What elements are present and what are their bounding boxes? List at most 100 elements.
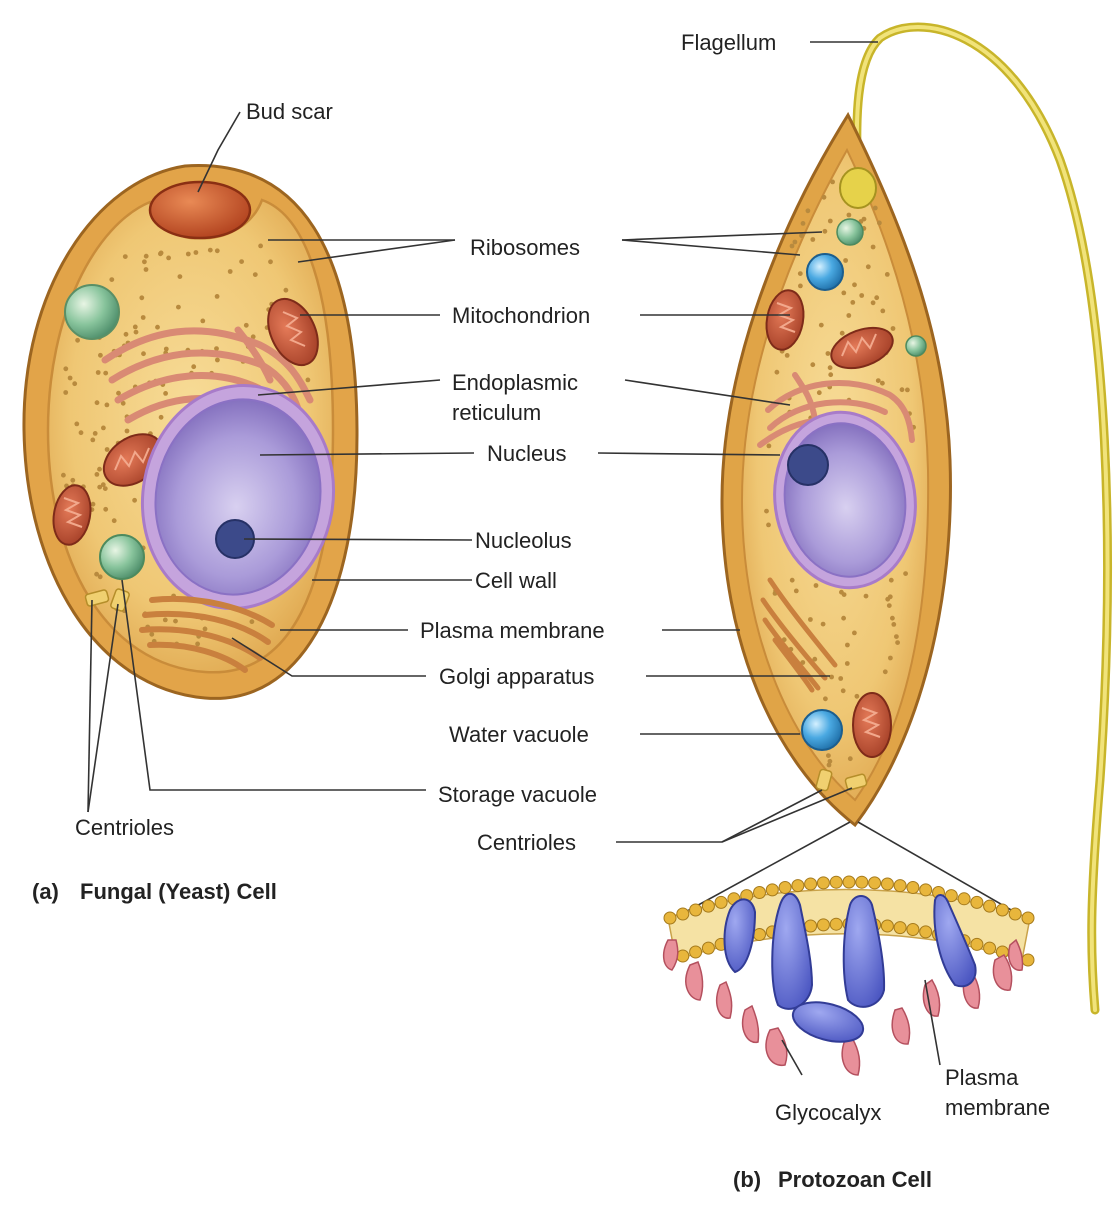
ribosome-dot (162, 617, 168, 623)
bud-scar (148, 180, 252, 240)
ribosome-dot (827, 365, 833, 371)
ribosome-dot (784, 353, 790, 358)
ribosome-dot (805, 208, 811, 214)
ribosome-dot (865, 264, 871, 270)
ribosome-dot (882, 669, 888, 675)
ribosome-dot (100, 482, 106, 488)
ribosome-dot (789, 577, 795, 583)
phospholipid-head (995, 903, 1009, 917)
ribosome-dot (95, 370, 101, 375)
label-ribosomes: Ribosomes (470, 235, 580, 260)
label-nucleolus: Nucleolus (475, 528, 572, 553)
ribosome-dot (74, 421, 80, 427)
ribosome-dot (207, 247, 213, 253)
ribosome-dot (90, 501, 96, 507)
ribosome-dot (894, 634, 899, 639)
label-plasma-membrane-b-2: membrane (945, 1095, 1050, 1120)
phospholipid-head (957, 892, 971, 906)
ribosome-dot (799, 233, 804, 239)
ribosome-dot (158, 251, 163, 257)
ribosome-dot (847, 756, 853, 762)
ribosome-dot (884, 272, 890, 277)
label-bud-scar: Bud scar (246, 99, 333, 124)
phospholipid-head (753, 928, 766, 941)
label-centrioles-right: Centrioles (477, 830, 576, 855)
phospholipid-head (1021, 911, 1035, 925)
ribosome-dot (176, 304, 181, 310)
ribosome-dot (67, 375, 73, 381)
ribosome-dot (766, 443, 772, 449)
fungal-storage-vacuole-upper (64, 284, 120, 340)
ribosome-dot (158, 414, 164, 420)
ribosome-dot (843, 258, 848, 263)
phospholipid-head (804, 877, 818, 891)
ribosome-dot (78, 430, 84, 436)
ribosome-dot (808, 617, 813, 622)
ribosome-dot (823, 696, 828, 702)
protozoan-endoplasmic-reticulum (757, 372, 915, 448)
ribosome-dot (891, 622, 897, 627)
ribosome-dot (166, 255, 172, 261)
ribosome-dot (239, 259, 245, 264)
fungal-mitochondria (52, 297, 319, 546)
ribosome-dot (816, 390, 822, 396)
label-cell-wall: Cell wall (475, 568, 557, 593)
ribosome-dot (822, 228, 828, 234)
protozoan-mitochondria (765, 289, 894, 758)
leader-lines (87, 41, 941, 1076)
ribosome-dot (845, 642, 850, 648)
ribosome-dot (792, 239, 798, 245)
ribosome-dot (133, 329, 139, 335)
ribosome-dot (149, 631, 155, 637)
ribosome-dot (890, 615, 895, 621)
ribosome-dot (103, 506, 109, 512)
ribosome-dot (305, 377, 311, 383)
ribosome-dot (63, 366, 69, 372)
ribosome-dot (839, 589, 844, 595)
ribosome-dot (102, 486, 108, 491)
phospholipid-head (970, 937, 984, 951)
phospholipid-head (880, 877, 894, 891)
ribosome-dot (905, 387, 910, 393)
phospholipid-head (919, 883, 933, 897)
ribosome-dot (841, 290, 847, 296)
caption-b-letter: (b) (733, 1167, 761, 1192)
ribosome-dot (200, 318, 206, 324)
ribosome-dot (870, 244, 876, 250)
ribosome-dot (810, 237, 816, 242)
ribosome-dot (764, 508, 769, 514)
ribosome-dot (800, 221, 806, 226)
glycocalyx-chains (662, 938, 1024, 1076)
ribosome-dot (846, 212, 852, 218)
phospholipid-head (906, 923, 920, 936)
ribosome-dot (850, 300, 856, 305)
ribosome-dot (101, 425, 106, 431)
ribosome-dot (813, 583, 819, 588)
label-plasma-membrane: Plasma membrane (420, 618, 605, 643)
ribosome-dot (252, 272, 258, 277)
label-storage-vacuole: Storage vacuole (438, 782, 597, 807)
phospholipid-head (676, 949, 690, 963)
ribosome-dot (797, 271, 803, 276)
ribosome-dot (70, 477, 76, 483)
ribosome-dot (185, 251, 191, 257)
ribosome-dot (140, 315, 146, 320)
label-glycocalyx: Glycocalyx (775, 1100, 881, 1125)
ribosome-dot (766, 522, 771, 528)
ribosome-dot (155, 324, 160, 330)
protozoan-nucleolus (787, 444, 829, 486)
ribosome-dot (214, 346, 219, 351)
ribosome-dot (214, 248, 220, 254)
phospholipid-head (689, 903, 703, 917)
label-centrioles-left: Centrioles (75, 815, 174, 840)
ribosome-dot (103, 370, 109, 376)
ribosome-dot (97, 466, 102, 472)
membrane-zoom-inset (662, 821, 1035, 1076)
ribosome-dot (143, 253, 149, 259)
ribosome-dot (789, 243, 795, 249)
phospholipid-head (753, 886, 766, 899)
ribosome-dot (132, 497, 138, 503)
caption-b-title: Protozoan Cell (778, 1167, 932, 1192)
ribosome-dot (828, 372, 834, 378)
ribosome-dot (880, 380, 885, 386)
